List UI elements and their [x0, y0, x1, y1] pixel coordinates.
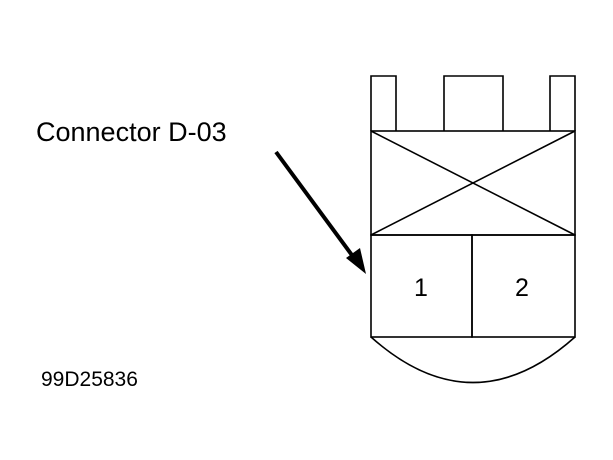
lock-cross-line-b	[370, 130, 576, 236]
latch-tab-center	[443, 75, 504, 131]
connector-bottom-curve	[370, 336, 576, 384]
pin-number-2: 2	[515, 274, 529, 302]
pin-number-1: 1	[414, 274, 428, 302]
figure-reference-code: 99D25836	[41, 368, 138, 391]
latch-tab-right	[549, 75, 576, 131]
connector-body	[370, 75, 576, 384]
latch-tab-left	[370, 75, 397, 131]
connector-callout-label: Connector D-03	[36, 117, 227, 147]
callout-arrow	[274, 150, 366, 274]
pin-cavity-2	[471, 234, 576, 338]
